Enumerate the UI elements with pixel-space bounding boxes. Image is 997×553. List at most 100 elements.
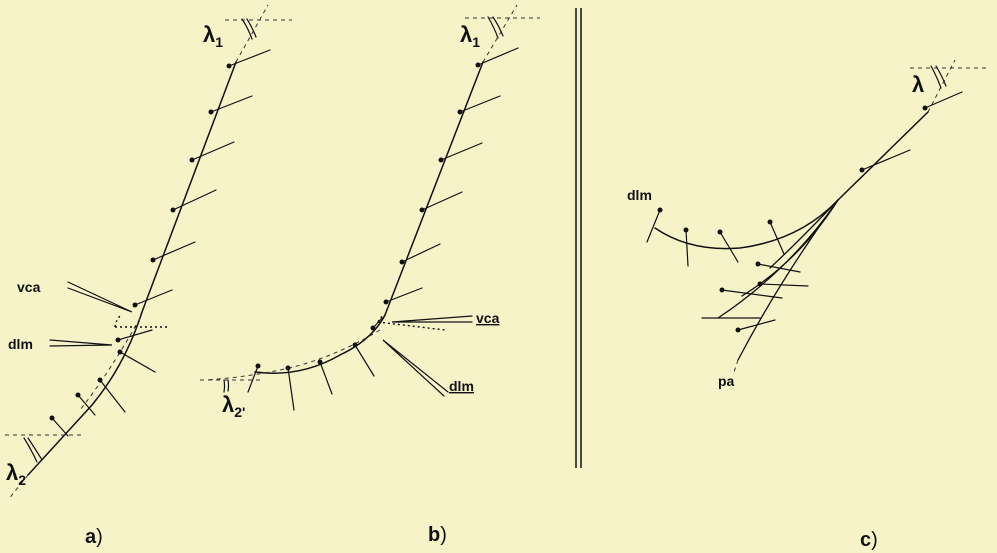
panel-b-bar-head [476, 63, 481, 68]
subscript: 2' [234, 404, 245, 420]
panel-a-orientation-bars [52, 50, 270, 436]
panel-a-bar [135, 290, 172, 305]
panel-c-bar-head [684, 228, 689, 233]
panel-c-pa-branch [738, 200, 838, 360]
panel-b-bar [320, 362, 332, 394]
panel-letter: b [428, 524, 440, 546]
panel-c-bar-head [923, 106, 928, 111]
panel-b-bar-heads [256, 63, 481, 371]
paren: ) [440, 524, 447, 546]
subscript: 1 [215, 34, 223, 50]
greek-lambda: λ [460, 22, 472, 47]
panel-b-orientation-bars [248, 48, 518, 410]
panel-a-bar [229, 50, 270, 66]
panel-a-bar-head [190, 158, 195, 163]
panel-a-bar-head [133, 303, 138, 308]
panel-a-bar-head [227, 64, 232, 69]
panel-b-dlm-label: dlm [449, 378, 474, 394]
panel-b-bar [386, 288, 422, 302]
panel-b-vca-pointer [392, 316, 472, 322]
panel-b-bar [478, 48, 518, 65]
panel-b-bar [248, 366, 258, 392]
panel-b-main-path [255, 62, 483, 373]
panel-a-lambda1-label: λ1 [203, 22, 223, 50]
panel-b-lambda1-arc [493, 17, 503, 36]
panel-a-bar [153, 242, 195, 260]
panel-c-bar-head [758, 282, 763, 287]
panel-a-dotted-marker-arc [115, 316, 120, 327]
panel-divider [576, 8, 581, 468]
panel-a-lambda1-arc-2 [242, 19, 252, 39]
panel-a-bar [173, 190, 216, 210]
panel-a-bar [211, 96, 252, 112]
panel-a-vca-pointer [68, 282, 132, 312]
panel-c-lambda-label: λ [912, 72, 924, 97]
panel-b-dotted-marker [378, 322, 445, 330]
panel-b-lambda1-label: λ1 [460, 22, 480, 50]
paren: ) [96, 526, 103, 548]
greek-lambda: λ [203, 22, 215, 47]
panel-a-bar-head [116, 338, 121, 343]
panel-a-label: a) [85, 526, 103, 548]
panel-c-bar [686, 230, 688, 266]
panel-a-bar-head [98, 378, 103, 383]
panel-c-bar [925, 92, 962, 108]
panel-a-lambda2-label: λ2 [6, 460, 26, 488]
panel-b-lambda2-arc [228, 380, 229, 391]
panel-c-pa-label: pa [718, 373, 735, 389]
panel-a-bar [100, 380, 125, 412]
panel-c-dlm-branch [655, 200, 838, 249]
panel-c-dlm-label: dlm [627, 187, 652, 203]
greek-lambda: λ [6, 460, 18, 485]
panel-a-bar-head [118, 350, 123, 355]
panel-c-bar [647, 210, 660, 242]
panel-a-bar [52, 418, 68, 436]
panel-b-bar-head [458, 110, 463, 115]
panel-c-lambda-arc [936, 66, 946, 86]
panel-a-bar-head [50, 416, 55, 421]
panel-b-bar-head [353, 343, 358, 348]
panel-c-bar-head [720, 288, 725, 293]
panel-c-bar [720, 232, 738, 262]
panel-b-bar-head [439, 158, 444, 163]
panel-c-bar-head [718, 230, 723, 235]
panel-c-lambda-arc-2 [931, 66, 941, 88]
panel-c-bar [760, 284, 808, 286]
subscript: 1 [472, 34, 480, 50]
panel-a-bar [120, 352, 155, 372]
subscript: 2 [18, 472, 26, 488]
panel-b-bar [288, 368, 294, 410]
panel-a-main-path [28, 62, 236, 475]
panel-b-bar [422, 192, 462, 210]
panel-c-pa-extension [734, 360, 738, 372]
panel-c-bar-head [768, 220, 773, 225]
panel-a-bar-head [171, 208, 176, 213]
panel-b-dlm-pointer [383, 340, 448, 396]
panel-c-main-path [838, 112, 928, 200]
panel-b-bar [441, 143, 482, 160]
panel-a-bar-head [76, 393, 81, 398]
panel-a-bar-head [209, 110, 214, 115]
panel-b-lambda2-arc-2 [224, 380, 225, 392]
panel-a-bar [192, 142, 234, 160]
panel-c-bar-head [736, 328, 741, 333]
panel-b-bar-head [420, 208, 425, 213]
panel-a-dlm-pointer [50, 340, 112, 346]
panel-b-bar-head [400, 260, 405, 265]
panel-b-bar-head [256, 364, 261, 369]
panel-a-vca-label: vca [17, 279, 41, 295]
panel-c-bar-heads [658, 106, 928, 333]
panel-b-bar-head [371, 326, 376, 331]
panel-b-top-extension [483, 5, 517, 62]
panel-a-bar-heads [50, 64, 232, 421]
panel-b-bar [402, 244, 440, 262]
panel-c-bar-head [860, 168, 865, 173]
panel-letter: c [860, 529, 871, 551]
panel-a-lambda1-arc [247, 19, 256, 37]
panel-b-bar-head [384, 300, 389, 305]
panel-b-bar-head [286, 366, 291, 371]
panel-a: λ1 λ2 vca dlm a) [5, 5, 292, 548]
panel-a-bar-head [151, 258, 156, 263]
panel-c-branch-1 [770, 200, 838, 268]
